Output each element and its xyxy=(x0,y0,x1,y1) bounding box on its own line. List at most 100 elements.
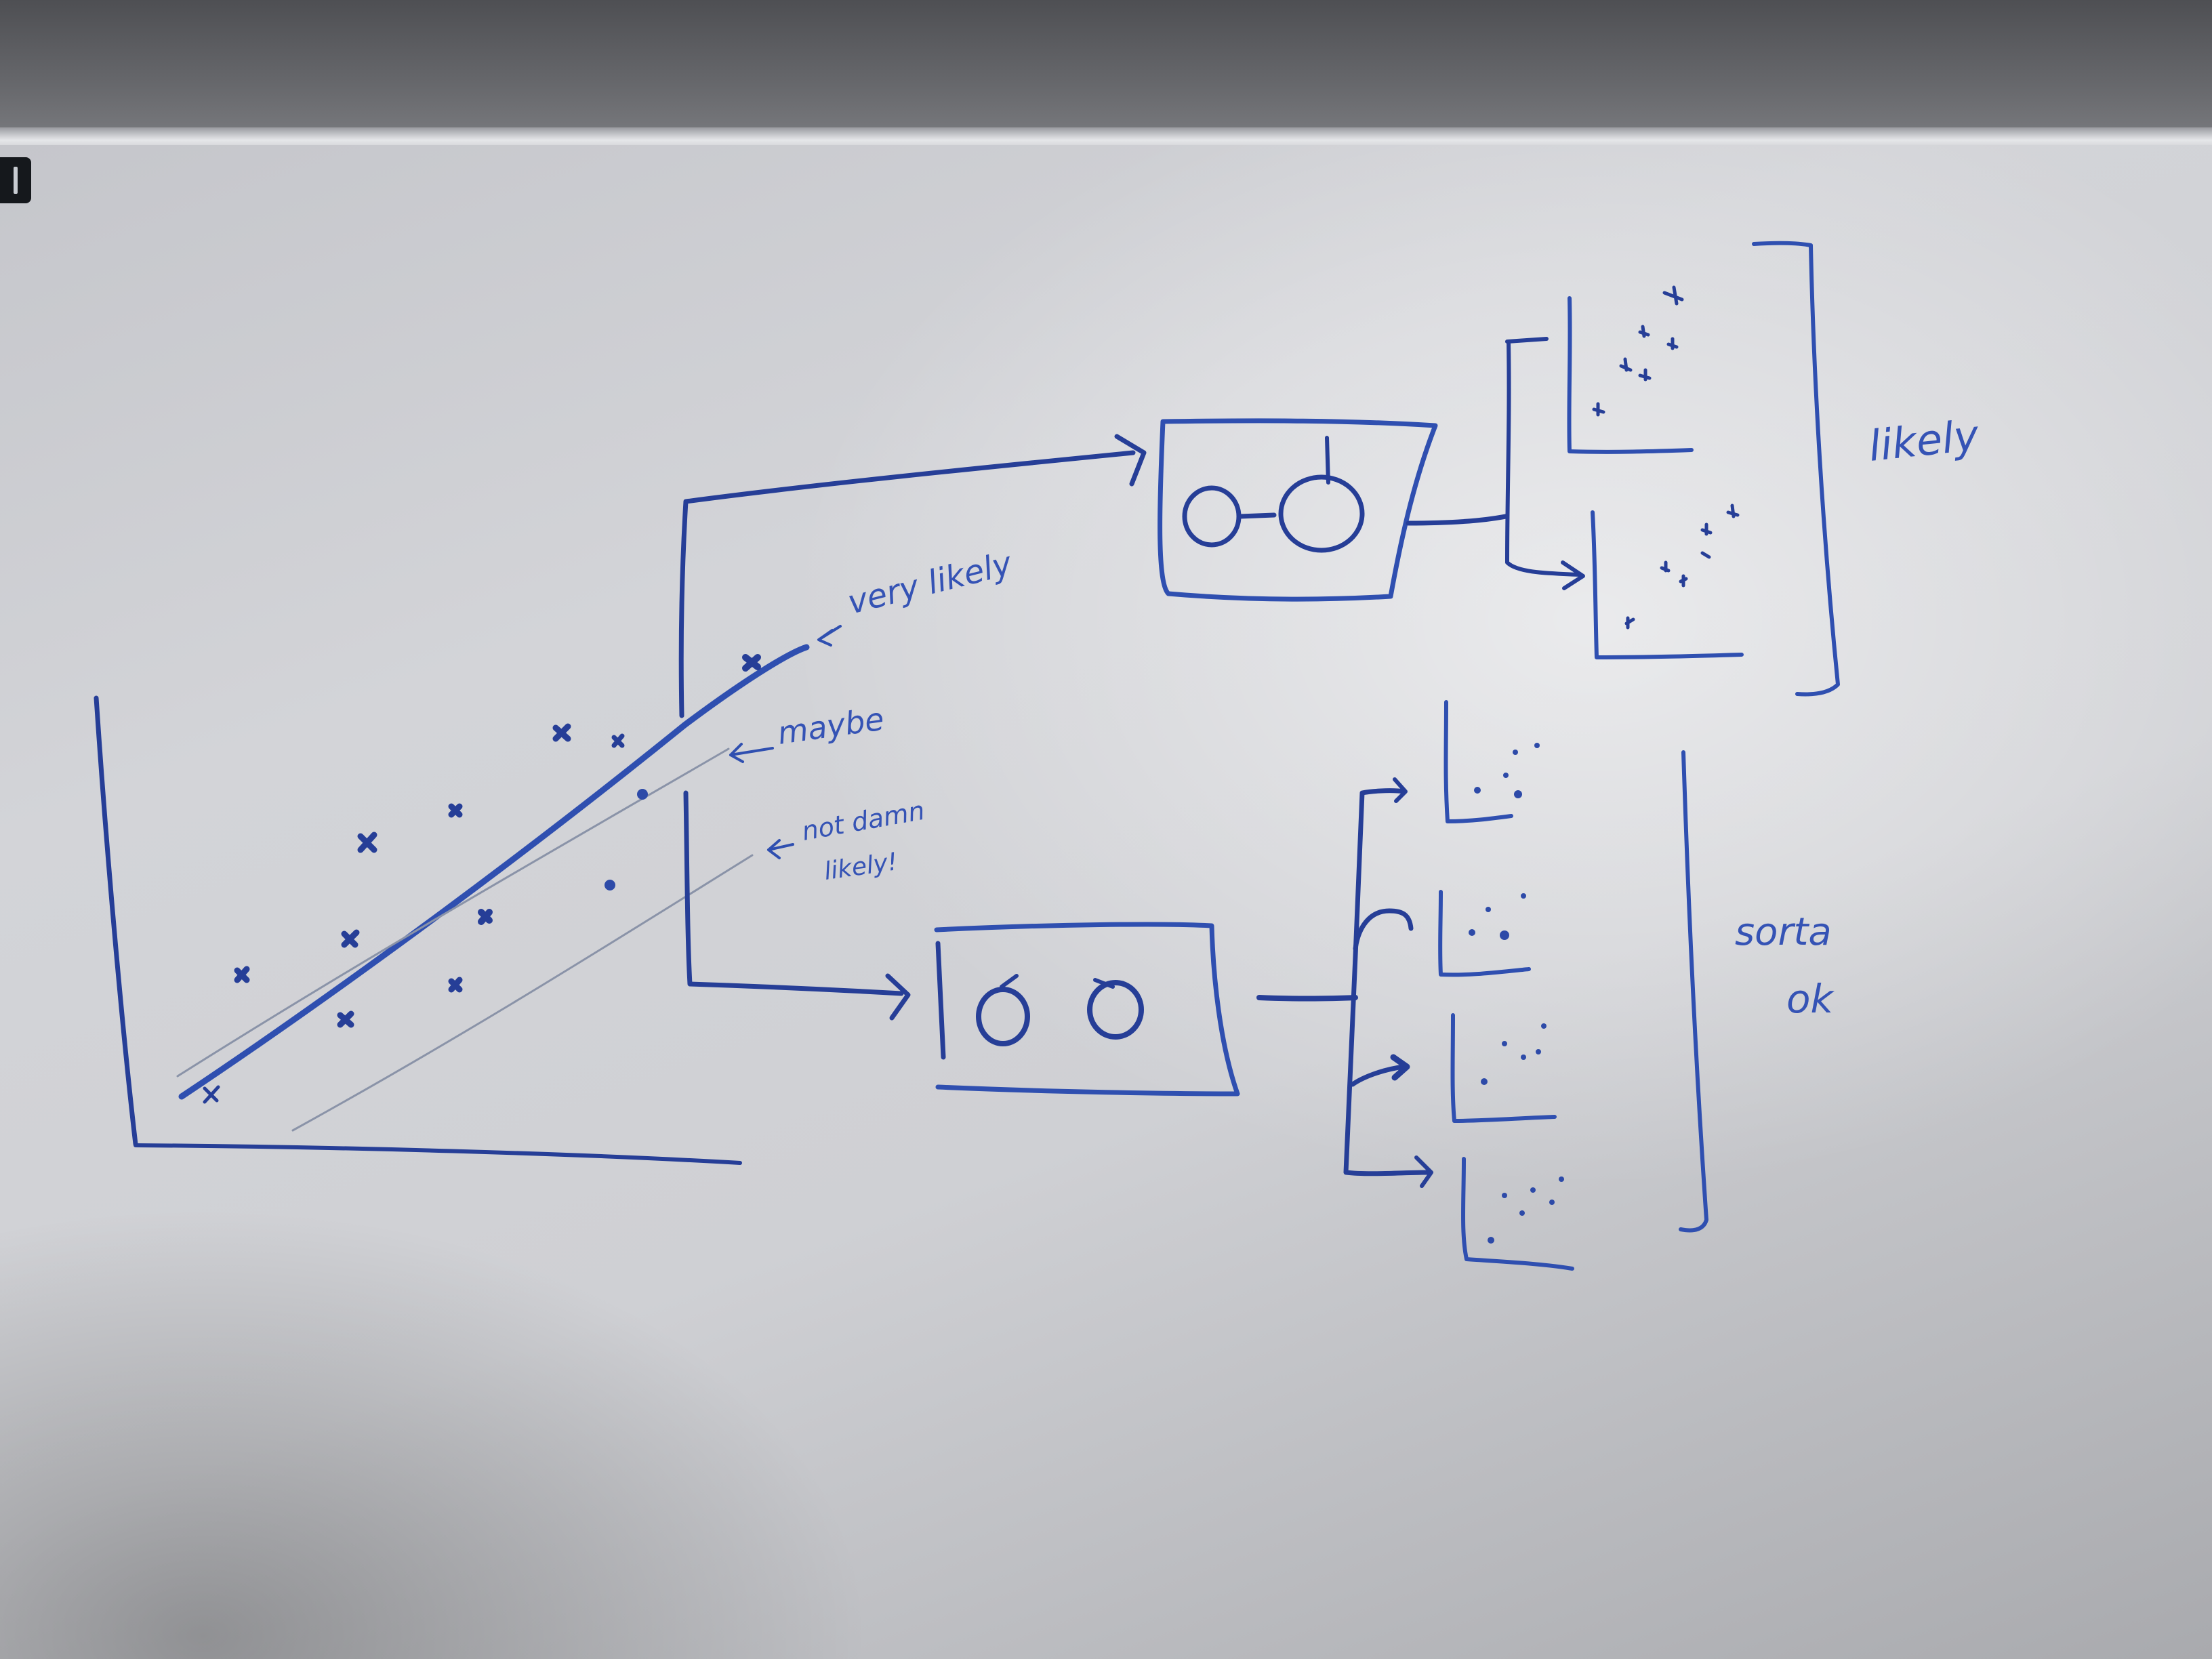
mini-plot-likely-2 xyxy=(1591,504,1744,659)
data-point xyxy=(337,1010,354,1028)
data-point xyxy=(1521,1054,1526,1060)
annotation-maybe: maybe xyxy=(729,700,886,763)
arrow-head-icon xyxy=(1414,1155,1433,1188)
top-output-connector xyxy=(1406,514,1509,526)
data-points xyxy=(203,654,761,1104)
data-point xyxy=(1666,337,1679,350)
model-node-icon xyxy=(976,987,1030,1046)
model-node-icon xyxy=(1278,474,1365,553)
data-point xyxy=(1502,1193,1507,1198)
arrow-icon xyxy=(767,839,794,859)
data-point xyxy=(1624,616,1635,630)
label-very-likely: very likely xyxy=(844,544,1016,621)
label-not-damn: not damn xyxy=(800,796,927,846)
wall-background xyxy=(0,0,2212,142)
arrow-head-icon xyxy=(1393,777,1408,803)
data-point xyxy=(1660,560,1671,573)
data-point xyxy=(1513,750,1518,755)
data-point xyxy=(1549,1200,1555,1205)
data-point xyxy=(1700,551,1711,559)
mini-plot-axes xyxy=(1443,700,1513,823)
mini-plot-sorta-ok-1 xyxy=(1443,700,1540,823)
data-point xyxy=(1481,1078,1488,1085)
top-model-box-outline xyxy=(1158,418,1438,602)
arrow-head-icon xyxy=(1390,1054,1410,1081)
data-point xyxy=(1514,790,1522,798)
model-edge xyxy=(1237,512,1277,519)
bracket-sorta-ok xyxy=(1679,750,1708,1233)
data-point xyxy=(605,880,615,890)
annotation-very-likely: very likely xyxy=(817,544,1016,647)
data-point xyxy=(1534,743,1540,748)
data-point xyxy=(637,789,648,800)
branch-connector-up xyxy=(678,450,1136,718)
bottom-model-box-left-edge xyxy=(935,941,946,1060)
data-point xyxy=(1700,523,1713,536)
mini-plot-likely-1 xyxy=(1567,285,1694,454)
whiteboard-surface xyxy=(0,145,2212,1659)
data-point xyxy=(1486,907,1491,912)
label-maybe: maybe xyxy=(775,700,886,751)
corner-clip-icon xyxy=(0,157,31,203)
data-point xyxy=(1488,1237,1494,1244)
data-point xyxy=(1679,574,1688,588)
label-ok: ok xyxy=(1786,976,1835,1022)
mini-plot-sorta-ok-4 xyxy=(1461,1157,1574,1271)
data-point xyxy=(234,966,250,983)
annotation-not-damn-likely: not damn likely! xyxy=(767,796,927,886)
mini-plot-sorta-ok-3 xyxy=(1450,1013,1557,1123)
data-point xyxy=(357,832,377,853)
branch-connector-down xyxy=(683,790,904,996)
data-point xyxy=(1521,893,1526,899)
arrow-head-icon xyxy=(1114,434,1147,487)
main-scatter-plot: very likely maybe not damn likely! xyxy=(94,544,1016,1165)
model-node-stem xyxy=(1000,974,1019,989)
label-sorta: sorta xyxy=(1735,910,1832,954)
top-output-fork xyxy=(1505,337,1581,577)
bracket-likely xyxy=(1752,241,1840,697)
data-point xyxy=(742,654,761,672)
data-point xyxy=(1638,368,1652,382)
mini-plot-axes xyxy=(1591,510,1744,659)
data-point xyxy=(1519,1210,1525,1216)
arrow-head-icon xyxy=(885,973,911,1021)
main-plot-x-axis xyxy=(134,1143,742,1165)
data-point xyxy=(203,1085,220,1104)
fork-branch-2 xyxy=(1353,908,1414,951)
bottom-model-box xyxy=(934,922,1240,1097)
bottom-output-connector xyxy=(1256,995,1358,1002)
data-point xyxy=(1638,325,1650,338)
data-point xyxy=(341,929,360,948)
data-point xyxy=(1500,930,1509,940)
data-point xyxy=(611,733,625,748)
boundary-line-maybe xyxy=(176,747,730,1078)
data-point xyxy=(1541,1023,1547,1029)
data-point xyxy=(448,977,463,993)
top-model-box xyxy=(1158,418,1438,602)
data-point xyxy=(1662,285,1684,306)
mini-plot-axes xyxy=(1461,1157,1574,1271)
data-point xyxy=(1530,1187,1536,1193)
bottom-output-fork xyxy=(1343,788,1433,1176)
data-point xyxy=(1619,357,1633,372)
arrow-icon xyxy=(817,625,842,647)
label-likely: likely xyxy=(1866,410,1982,471)
data-point xyxy=(1502,1041,1507,1046)
bottom-model-box-outline xyxy=(934,922,1240,1097)
model-node-icon xyxy=(1182,485,1242,548)
data-point xyxy=(1536,1049,1541,1054)
fitted-line-very-likely xyxy=(178,644,810,1100)
model-node-icon xyxy=(1087,980,1144,1040)
data-point xyxy=(1474,787,1481,794)
data-point xyxy=(552,723,571,742)
data-point xyxy=(1592,402,1605,417)
mini-plot-sorta-ok-2 xyxy=(1438,890,1531,977)
arrow-icon xyxy=(729,743,774,763)
fork-branch-3 xyxy=(1350,1064,1407,1087)
arrow-head-icon xyxy=(1561,560,1585,590)
model-node-stem xyxy=(1325,436,1330,485)
data-point xyxy=(1559,1176,1564,1182)
mini-plot-axes xyxy=(1438,890,1531,977)
data-point xyxy=(1469,929,1475,936)
